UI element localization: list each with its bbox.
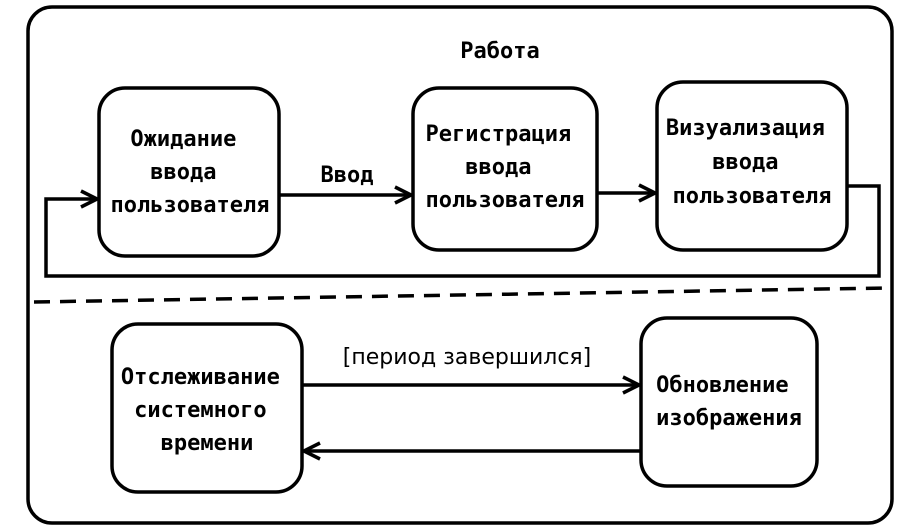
- state-register-input-line: пользователя: [426, 188, 585, 213]
- composite-state-box: [26, 5, 894, 525]
- transition-period-ended-label: [период завершился]: [343, 345, 591, 370]
- state-track-time-label: Отслеживание системного времени: [121, 365, 293, 456]
- state-update-image-line: изображения: [656, 406, 802, 431]
- state-visualize-input-label: Визуализация ввода пользователя: [666, 116, 838, 209]
- state-waiting-input-line: ввода: [150, 160, 216, 185]
- state-register-input: [411, 86, 599, 252]
- state-register-input-label: Регистрация ввода пользователя: [426, 122, 585, 213]
- state-waiting-input-line: пользователя: [111, 193, 270, 218]
- state-visualize-input-line: ввода: [712, 150, 778, 175]
- region-divider: [33, 286, 887, 304]
- transition-loop-back-arrow: [44, 184, 881, 278]
- state-register-input-line: ввода: [465, 155, 531, 180]
- state-update-image: [639, 316, 819, 488]
- state-update-image-label: Обновление изображения: [656, 373, 802, 431]
- state-register-input-line: Регистрация: [426, 122, 572, 147]
- state-track-time: [110, 322, 304, 494]
- state-waiting-input-line: Ожидание: [130, 127, 236, 152]
- state-visualize-input-line: Визуализация: [666, 116, 825, 141]
- state-waiting-input: [97, 86, 281, 258]
- state-track-time-line: времени: [161, 431, 254, 456]
- state-track-time-line: системного: [134, 398, 266, 423]
- state-waiting-input-label: Ожидание ввода пользователя: [111, 127, 270, 218]
- state-visualize-input: [655, 80, 849, 252]
- state-visualize-input-line: пользователя: [673, 184, 832, 209]
- state-update-image-line: Обновление: [656, 373, 788, 398]
- state-track-time-line: Отслеживание: [121, 365, 280, 390]
- composite-state-title: Работа: [460, 39, 539, 64]
- transition-input-label: Ввод: [321, 163, 374, 188]
